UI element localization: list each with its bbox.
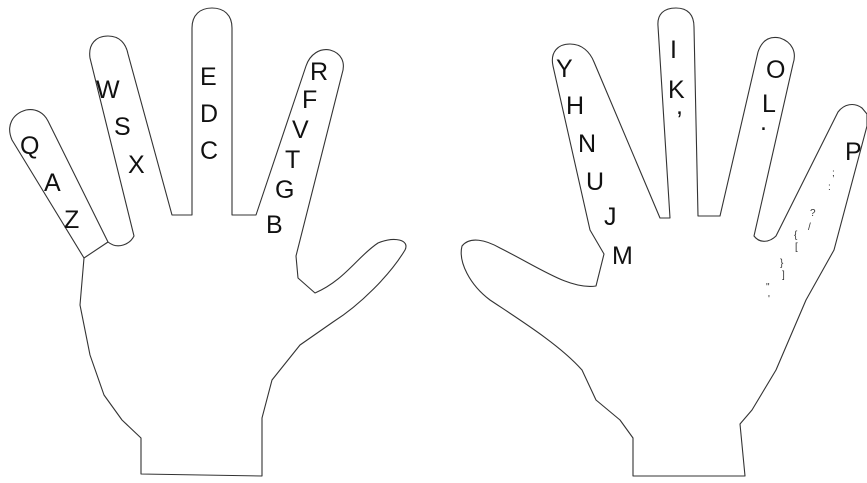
key-label-j: J: [604, 203, 617, 231]
key-label-r: R: [310, 58, 328, 86]
key-label-single-quote: ': [768, 294, 770, 305]
key-label-comma: ,: [676, 92, 683, 120]
key-label-v: V: [292, 116, 309, 144]
key-label-bracket-close: ]: [782, 270, 785, 281]
key-label-a: A: [44, 169, 61, 197]
key-label-bracket-open: [: [795, 242, 798, 253]
key-label-semicolon: ;: [832, 168, 835, 179]
key-label-x: X: [128, 151, 145, 179]
key-label-e: E: [200, 63, 217, 91]
key-label-double-quote: ": [766, 282, 770, 293]
key-label-o: O: [766, 56, 785, 84]
key-label-period: .: [760, 108, 767, 136]
key-label-m: M: [612, 242, 633, 270]
key-label-z: Z: [64, 206, 79, 234]
key-label-q: Q: [20, 132, 39, 160]
key-label-i: I: [670, 36, 677, 64]
right-hand: [461, 8, 867, 476]
key-label-colon: :: [828, 182, 831, 193]
key-label-t: T: [285, 146, 300, 174]
key-label-u: U: [586, 168, 604, 196]
key-label-b: B: [266, 211, 283, 239]
key-label-n: N: [578, 130, 596, 158]
key-label-s: S: [114, 113, 131, 141]
key-label-f: F: [302, 86, 317, 114]
key-label-h: H: [566, 92, 584, 120]
key-label-p: P: [845, 138, 862, 166]
key-label-c: C: [200, 137, 218, 165]
key-label-question: ?: [810, 208, 816, 219]
key-label-g: G: [275, 176, 294, 204]
key-label-w: W: [96, 76, 120, 104]
key-label-slash: /: [808, 222, 811, 233]
right-hand-outline: [461, 8, 867, 476]
key-label-d: D: [200, 100, 218, 128]
key-label-y: Y: [556, 55, 573, 83]
